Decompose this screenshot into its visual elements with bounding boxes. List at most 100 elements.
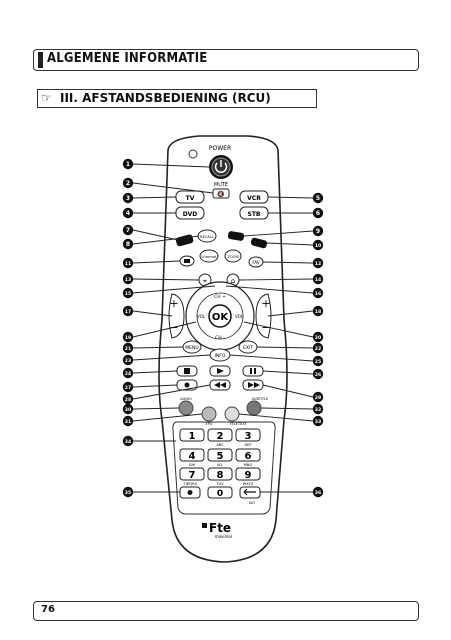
callout-bullet <box>312 331 324 343</box>
callout-number: 17 <box>125 309 131 315</box>
tv-mode-label: TV <box>183 482 189 486</box>
svg-text:RECALL: RECALL <box>200 235 214 239</box>
callout-bullet <box>312 486 324 498</box>
teletext-label: TELETEXT <box>228 422 247 426</box>
stop-button[interactable] <box>176 365 198 377</box>
ok-button[interactable] <box>208 304 232 328</box>
digit-label: 2 <box>217 431 224 442</box>
digit-sub-label: GHI <box>189 463 196 467</box>
vformat-button[interactable]: V.format <box>199 249 219 263</box>
digit-label: 4 <box>189 451 196 462</box>
rewind-button[interactable] <box>209 379 231 391</box>
zero-key[interactable]: 0 <box>207 486 233 499</box>
mute-button[interactable] <box>212 188 230 199</box>
brand-logo-mark <box>202 523 207 528</box>
fast-forward-button[interactable] <box>242 379 264 391</box>
callout-bullet <box>122 435 134 447</box>
digit-key-1[interactable]: 1 <box>179 428 205 442</box>
section-header: ALGEMENE INFORMATIE <box>33 49 419 71</box>
callout-bullet <box>122 403 134 415</box>
subsection-title-box: ☞ III. AFSTANDSBEDIENING (RCU) <box>37 89 317 108</box>
callout-number: 36 <box>315 490 321 496</box>
callout-number: 10 <box>315 243 321 249</box>
svg-text:+: + <box>261 297 270 310</box>
zoom-button[interactable]: ZOOM <box>224 249 242 263</box>
stb-button[interactable]: STB <box>239 206 269 220</box>
callout-number: 31 <box>125 419 131 425</box>
page-number: 76 <box>41 604 55 615</box>
callout-number: 34 <box>125 439 131 445</box>
callout-bullet <box>312 287 324 299</box>
back-key[interactable] <box>239 486 261 499</box>
callout-number: 32 <box>315 407 321 413</box>
callout-number: 12 <box>315 261 321 267</box>
callout-bullet <box>122 486 134 498</box>
callout-bullet <box>312 342 324 354</box>
callout-number: 24 <box>125 371 131 377</box>
exit-button[interactable]: EXIT <box>238 340 258 354</box>
page-footer: 76 <box>33 601 419 621</box>
callout-bullet <box>122 273 134 285</box>
callout-bullet <box>312 192 324 204</box>
subtitle-blue-key[interactable] <box>246 400 262 416</box>
play-button[interactable] <box>209 365 231 377</box>
audio-label: AUDIO <box>180 397 192 401</box>
menu-button[interactable]: MENU <box>182 340 202 354</box>
recall-button[interactable]: RECALL <box>197 229 217 243</box>
digit-sub-label: DEF <box>244 443 251 447</box>
svg-text:EXIT: EXIT <box>243 345 253 351</box>
header-marker <box>38 52 43 68</box>
svg-text:TV: TV <box>186 195 195 202</box>
dvd-button[interactable]: DVD <box>175 206 205 220</box>
callout-number: 2 <box>126 180 130 187</box>
callout-number: 3 <box>126 195 130 202</box>
callout-bullet <box>122 238 134 250</box>
ch-down-label: CH - <box>215 335 225 341</box>
black-key-mid[interactable] <box>227 231 245 242</box>
pause-button[interactable] <box>242 365 264 377</box>
epg-green-key[interactable] <box>201 406 217 422</box>
audio-red-key[interactable] <box>178 400 194 416</box>
callout-number: 18 <box>315 309 321 315</box>
callout-bullet <box>122 177 134 189</box>
tv-sat-toggle-left[interactable] <box>179 486 201 499</box>
black-key-right[interactable] <box>250 237 268 249</box>
mute-label: MUTE <box>214 182 228 188</box>
callout-number: 7 <box>126 227 130 234</box>
fav-button[interactable]: FAV <box>248 256 264 268</box>
callout-number: 30 <box>125 407 131 413</box>
callout-number: 15 <box>125 291 131 297</box>
svg-text:STB: STB <box>248 211 261 218</box>
digit-label: 3 <box>245 431 252 442</box>
callout-bullet <box>122 287 134 299</box>
callout-bullet <box>122 257 134 269</box>
svg-text:FAV: FAV <box>252 260 259 265</box>
digit-sub-label: WXYZ <box>243 482 254 486</box>
digit-label: 1 <box>189 431 196 442</box>
digit-sub-label: MNO <box>244 463 253 467</box>
info-button[interactable]: INFO <box>209 348 231 362</box>
power-icon <box>214 162 228 174</box>
callout-number: 23 <box>125 358 131 364</box>
vcr-button[interactable]: VCR <box>239 190 269 204</box>
callout-number: 26 <box>315 372 321 378</box>
callout-number: 25 <box>315 359 321 365</box>
vol-left-label: VOL <box>197 314 206 319</box>
callout-number: 4 <box>126 210 130 217</box>
record-button[interactable] <box>176 379 198 391</box>
teletext-yellow-key[interactable] <box>224 406 240 422</box>
svg-text:DVD: DVD <box>183 211 198 218</box>
callout-number: 9 <box>316 228 320 235</box>
tv-button[interactable]: TV <box>175 190 205 204</box>
svg-text:INFO: INFO <box>215 353 226 359</box>
digit-sub-label: ABC <box>216 443 224 447</box>
